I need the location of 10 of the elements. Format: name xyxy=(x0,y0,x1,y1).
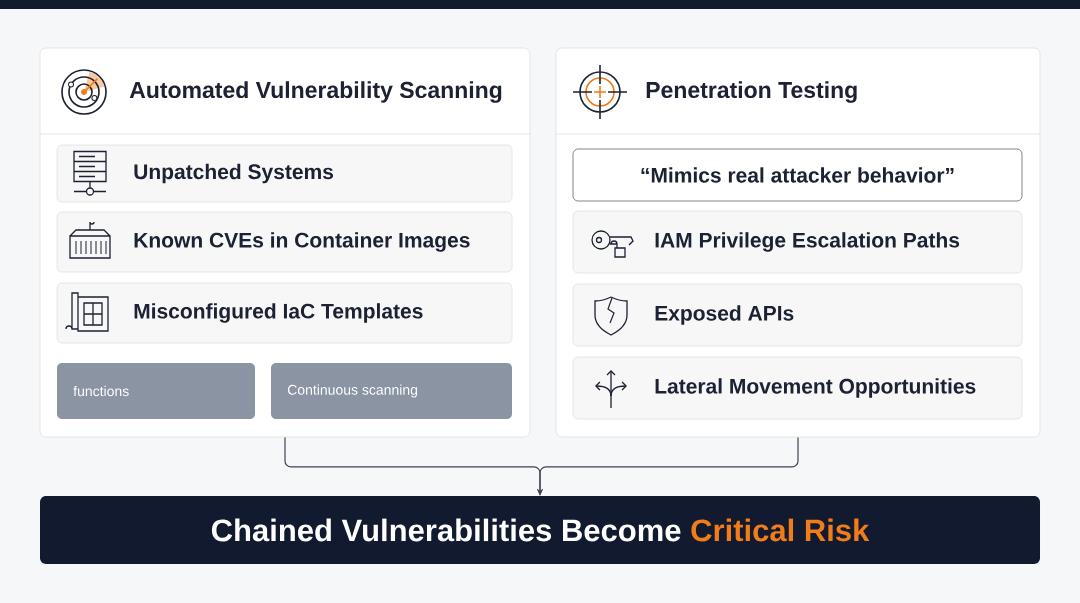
tool-chip: functions xyxy=(57,363,255,419)
conclusion-banner: Chained Vulnerabilities Become Critical Risk xyxy=(40,496,1040,564)
item-box: Known CVEs in Container Images xyxy=(56,211,513,273)
quote-box: “Mimics real attacker behavior” xyxy=(572,148,1023,202)
item-box: Misconfigured IaC Templates xyxy=(56,282,513,344)
item-box: IAM Privilege Escalation Paths xyxy=(572,210,1023,274)
item-box: Lateral Movement Opportunities xyxy=(572,356,1023,420)
item-box: Unpatched Systems xyxy=(56,144,513,203)
item-box: Exposed APIs xyxy=(572,283,1023,347)
tool-chip: Continuous scanning xyxy=(271,363,512,419)
